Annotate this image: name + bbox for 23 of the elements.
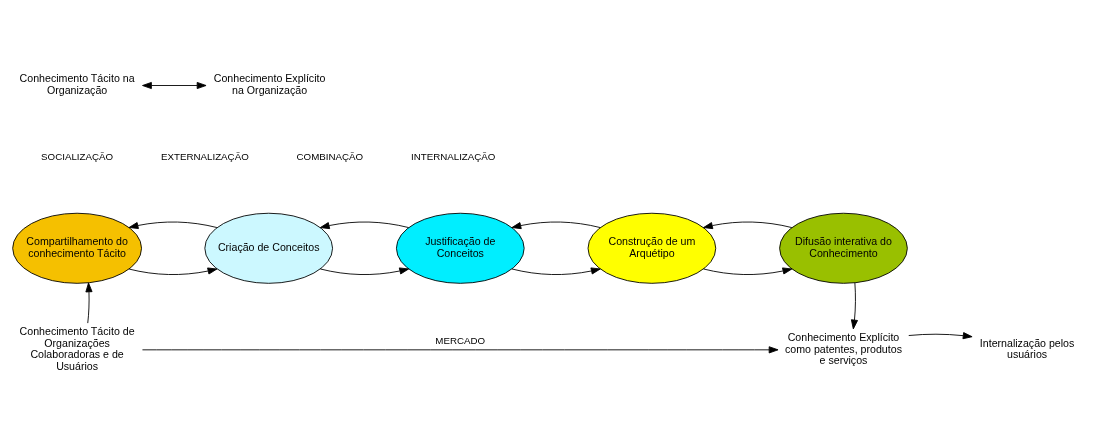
arrow [511,266,601,275]
node-text: Conhecimento Tácito na Organização [19,72,135,96]
node-text: Conhecimento Tácito de Organizações Colaboradoras e de Usuários [19,324,135,372]
node-text: Conhecimento Explícito como patentes, produtos e serviços [785,330,902,366]
label: SOCIALIZAÇÃO [41,150,114,162]
arrow [319,221,410,229]
label: INTERNALIZAÇÃO [410,150,496,162]
arrow [128,221,218,229]
arrow [850,282,858,329]
arrow [85,282,93,324]
label: COMBINAÇÃO [296,150,364,162]
arrow [142,81,207,89]
node-text: Internalização pelos usuários [979,336,1075,360]
arrow [319,266,410,275]
edge-label: MERCADO [435,334,486,346]
arrow [908,331,973,339]
label: EXTERNALIZAÇÃO [160,150,249,162]
arrow [142,345,779,353]
node-text: Conhecimento Explícito na Organização [213,72,326,96]
arrow [703,221,793,229]
arrow [128,267,218,275]
arrow [703,266,793,275]
arrow [511,221,601,229]
